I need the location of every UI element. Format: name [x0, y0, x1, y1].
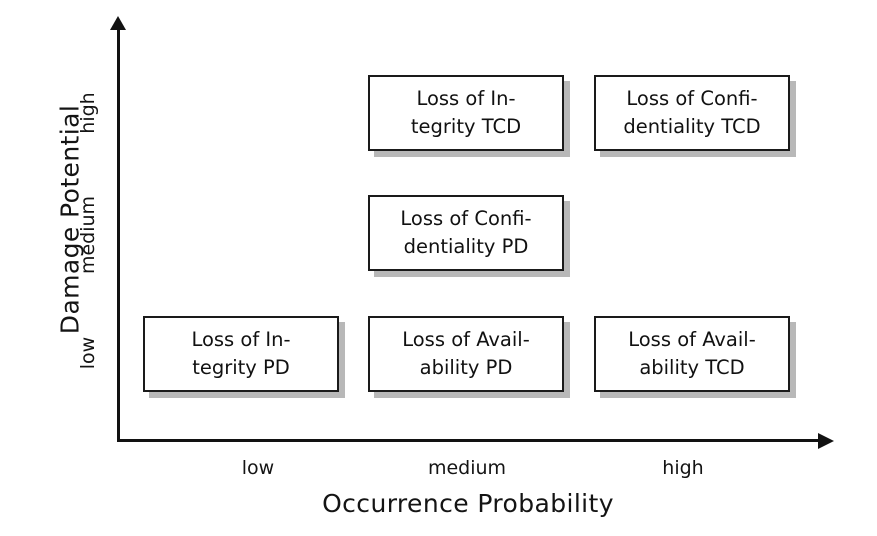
risk-cell-line-2: dentiality TCD: [623, 115, 761, 138]
x-axis-title: Occurrence Probability: [322, 489, 614, 518]
risk-cell-line-1: Loss of Confi-: [400, 207, 532, 231]
risk-cell-availability-tcd: Loss of Avail- ability TCD: [594, 316, 790, 392]
y-tick-label-medium: medium: [77, 195, 99, 275]
y-axis-line: [117, 26, 120, 442]
risk-cell-line-2: dentiality PD: [403, 235, 529, 258]
risk-cell-line-2: ability PD: [419, 356, 513, 379]
risk-cell-line-2: ability TCD: [639, 356, 745, 379]
risk-cell-line-1: Loss of Avail-: [402, 328, 530, 352]
risk-cell-integrity-tcd: Loss of In- tegrity TCD: [368, 75, 564, 151]
risk-cell-confidentiality-pd: Loss of Confi- dentiality PD: [368, 195, 564, 271]
risk-cell-line-2: tegrity PD: [192, 356, 290, 379]
risk-cell-confidentiality-tcd: Loss of Confi- dentiality TCD: [594, 75, 790, 151]
y-tick-label-high: high: [77, 92, 99, 134]
y-tick-label-low: low: [77, 336, 99, 370]
x-tick-label-low: low: [241, 457, 275, 479]
risk-cell-availability-pd: Loss of Avail- ability PD: [368, 316, 564, 392]
x-tick-label-high: high: [662, 457, 704, 479]
risk-cell-integrity-pd: Loss of In- tegrity PD: [143, 316, 339, 392]
y-axis-arrow-icon: [110, 16, 126, 30]
risk-cell-line-1: Loss of In-: [191, 328, 291, 352]
risk-cell-line-1: Loss of Avail-: [628, 328, 756, 352]
risk-cell-line-2: tegrity TCD: [410, 115, 522, 138]
x-axis-arrow-icon: [818, 433, 834, 449]
risk-cell-line-1: Loss of Confi-: [626, 87, 758, 111]
x-axis-line: [117, 439, 823, 442]
risk-cell-line-1: Loss of In-: [416, 87, 516, 111]
x-tick-label-medium: medium: [427, 457, 507, 479]
